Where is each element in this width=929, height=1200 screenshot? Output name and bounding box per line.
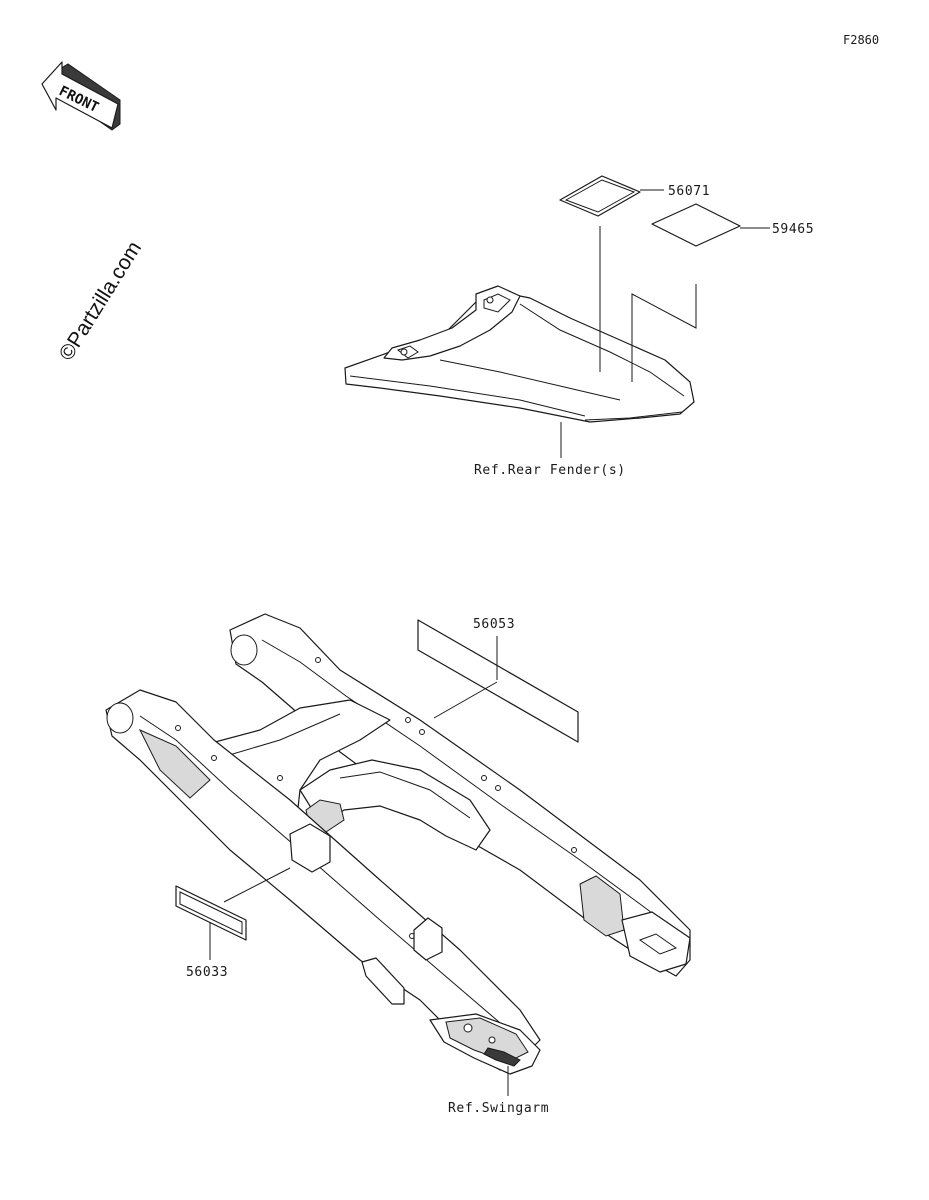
label-56033-drawing: [175, 885, 247, 941]
leader-line-59465: [631, 284, 697, 382]
part-number-56053: 56053: [473, 617, 515, 632]
leader-line-56033: [223, 867, 291, 903]
figure-code: F2860: [843, 33, 879, 47]
rear-fender-drawing: [344, 285, 695, 423]
label-56071-drawing: [559, 175, 641, 217]
swingarm-drawing: [105, 613, 691, 1075]
ref-rear-fender: Ref.Rear Fender(s): [474, 463, 626, 478]
part-number-59465: 59465: [772, 222, 814, 237]
leader-line-56053-b: [433, 681, 498, 719]
label-59465-drawing: [651, 203, 741, 247]
label-56053-drawing: [417, 619, 579, 743]
watermark-text: ©Partzilla.com: [55, 237, 146, 364]
ref-swingarm: Ref.Swingarm: [448, 1101, 549, 1116]
part-number-56071: 56071: [668, 184, 710, 199]
front-arrow-icon: FRONT: [41, 61, 121, 131]
part-number-56033: 56033: [186, 965, 228, 980]
